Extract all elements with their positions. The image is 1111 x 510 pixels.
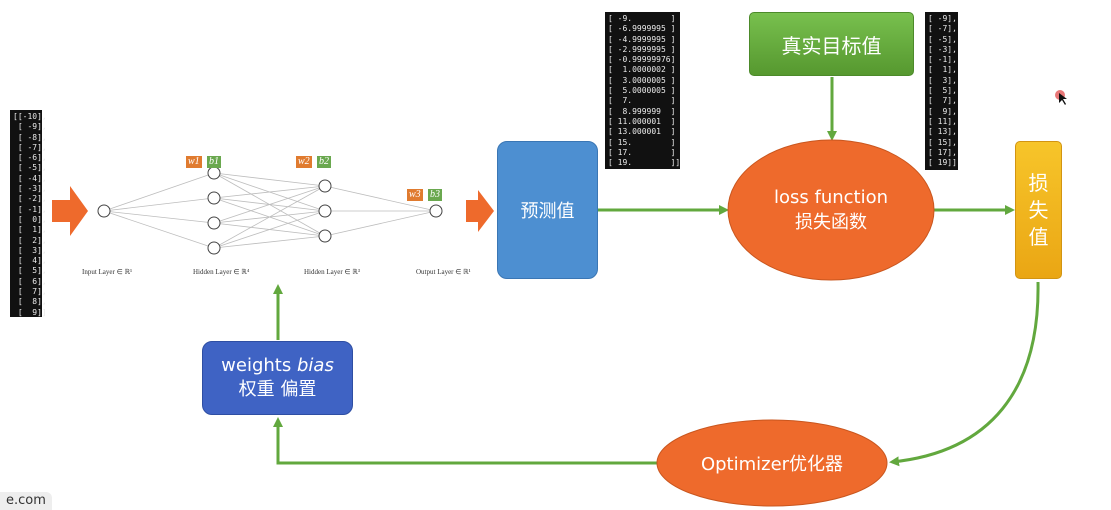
- prediction-matrix-row: [ -9. ]: [608, 14, 676, 23]
- arrow-optimizer-to-weights: [273, 417, 658, 465]
- prediction-matrix-row: [ 15. ]: [608, 137, 676, 147]
- loss-function-ellipse: [727, 139, 935, 281]
- target-matrix-row: [ 5],: [928, 86, 957, 96]
- hidden2-neuron: [318, 179, 332, 193]
- prediction-matrix-row: [ -6.9999995 ]: [608, 24, 676, 34]
- target-matrix-row: [ 17],: [928, 147, 957, 157]
- target-matrix-row: [ -1],: [928, 55, 957, 65]
- target-matrix-row: [ 11],: [928, 116, 957, 126]
- input-matrix-row: [ 4],: [13, 256, 47, 266]
- layer-label-output: Output Layer ∈ ℝ¹: [416, 268, 471, 276]
- target-matrix-row: [ 15],: [928, 137, 957, 147]
- layer-label-input: Input Layer ∈ ℝ¹: [82, 268, 133, 276]
- loss-value-box: 损失值: [1015, 141, 1062, 279]
- network-nodes: [97, 166, 443, 255]
- layer-label-hidden2: Hidden Layer ∈ ℝ³: [304, 268, 360, 276]
- hidden1-neuron: [207, 216, 221, 230]
- input-matrix-row: [ 1],: [13, 225, 47, 235]
- true-target-box: 真实目标值: [749, 12, 914, 76]
- input-data-matrix: [[-10], [ -9], [ -8], [ -7], [ -6], [ -5…: [10, 110, 47, 317]
- target-matrix-row: [ 7],: [928, 96, 957, 106]
- target-matrix-row: [ 13],: [928, 127, 957, 137]
- input-neuron: [97, 204, 111, 218]
- tag-w2: w2: [296, 156, 312, 168]
- input-matrix-row: [ -6],: [13, 153, 47, 163]
- target-matrix-row: [ 1],: [928, 65, 957, 75]
- bias-label: bias: [296, 355, 334, 376]
- weights-label: weights: [221, 355, 292, 376]
- optimizer-ellipse: [656, 419, 888, 507]
- target-matrix-row: [ 19]]: [928, 158, 957, 168]
- footer-domain-text: e.com: [0, 492, 52, 510]
- arrow-lossvalue-to-optimizer: [889, 281, 1040, 467]
- tag-w3: w3: [407, 189, 423, 201]
- prediction-matrix-row: [ 11.000001 ]: [608, 116, 676, 126]
- hidden2-neuron: [318, 204, 332, 218]
- prediction-matrix-row: [ 8.999999 ]: [608, 106, 676, 116]
- prediction-box: 预测值: [497, 141, 598, 279]
- target-matrix-row: [ 3],: [928, 75, 957, 85]
- prediction-matrix-row: [ 5.0000005 ]: [608, 86, 676, 96]
- input-arrow-icon: [52, 186, 88, 236]
- hidden2-neuron: [318, 229, 332, 243]
- prediction-matrix-row: [ 13.000001 ]: [608, 127, 676, 137]
- weights-bias-box: weights bias 权重 偏置: [202, 341, 353, 415]
- target-matrix-row: [ 9],: [928, 106, 957, 116]
- target-matrix-row: [ -9],: [928, 14, 957, 23]
- input-matrix-row: [ 7],: [13, 287, 47, 297]
- input-matrix-row: [ -9],: [13, 122, 47, 132]
- prediction-matrix-row: [ -2.9999995 ]: [608, 44, 676, 54]
- input-matrix-row: [ 3],: [13, 245, 47, 255]
- hidden1-neuron: [207, 241, 221, 255]
- prediction-matrix-row: [ 17. ]: [608, 147, 676, 157]
- tag-b2: b2: [317, 156, 331, 168]
- input-matrix-row: [ -1],: [13, 204, 47, 214]
- cursor-icon: [1055, 90, 1067, 105]
- input-matrix-row: [ 8],: [13, 297, 47, 307]
- prediction-matrix-row: [ 1.0000002 ]: [608, 65, 676, 75]
- input-matrix-row: [ -5],: [13, 163, 47, 173]
- prediction-matrix-row: [ -0.99999976]: [608, 55, 676, 65]
- target-matrix-row: [ -7],: [928, 24, 957, 34]
- loss-function-en: loss function: [773, 187, 889, 208]
- input-matrix-row: [ -8],: [13, 132, 47, 142]
- target-matrix-row: [ -5],: [928, 34, 957, 44]
- input-matrix-row: [ 2],: [13, 235, 47, 245]
- tag-w1: w1: [186, 156, 202, 168]
- input-matrix-row: [ 0],: [13, 214, 47, 224]
- prediction-label: 预测值: [520, 201, 575, 222]
- output-neuron: [429, 204, 443, 218]
- prediction-matrix-row: [ 3.0000005 ]: [608, 75, 676, 85]
- weights-bias-en: weights bias: [221, 354, 334, 378]
- input-matrix-row: [ 5],: [13, 266, 47, 276]
- output-arrow-icon: [466, 190, 494, 232]
- input-matrix-row: [ -4],: [13, 173, 47, 183]
- input-matrix-row: [[-10],: [13, 112, 47, 121]
- prediction-matrix-row: [ -4.9999995 ]: [608, 34, 676, 44]
- hidden1-neuron: [207, 191, 221, 205]
- target-matrix-row: [ -3],: [928, 44, 957, 54]
- prediction-data-matrix: [ -9. ][ -6.9999995 ][ -4.9999995 ][ -2.…: [605, 12, 680, 169]
- tag-b3: b3: [428, 189, 442, 201]
- loss-function-text: loss function 损失函数: [728, 175, 934, 245]
- weights-bias-zh: 权重 偏置: [238, 379, 317, 400]
- input-matrix-row: [ -3],: [13, 184, 47, 194]
- optimizer-label: Optimizer优化器: [700, 454, 844, 475]
- tag-b1: b1: [207, 156, 221, 168]
- true-target-label: 真实目标值: [781, 33, 882, 58]
- input-matrix-row: [ 6],: [13, 276, 47, 286]
- input-matrix-row: [ -7],: [13, 142, 47, 152]
- loss-value-label: 损失值: [1028, 170, 1049, 249]
- layer-label-hidden1: Hidden Layer ∈ ℝ⁴: [193, 268, 250, 276]
- input-matrix-row: [ -2],: [13, 194, 47, 204]
- hidden1-neuron: [207, 166, 221, 180]
- input-matrix-row: [ 9]]: [13, 307, 47, 317]
- loss-function-zh: 损失函数: [795, 212, 867, 233]
- network-edges: [103, 172, 437, 249]
- prediction-matrix-row: [ 19. ]]: [608, 158, 681, 168]
- optimizer-text: Optimizer优化器: [657, 448, 887, 478]
- prediction-matrix-row: [ 7. ]: [608, 96, 676, 106]
- target-data-matrix: [ -9],[ -7],[ -5],[ -3],[ -1],[ 1],[ 3],…: [925, 12, 958, 170]
